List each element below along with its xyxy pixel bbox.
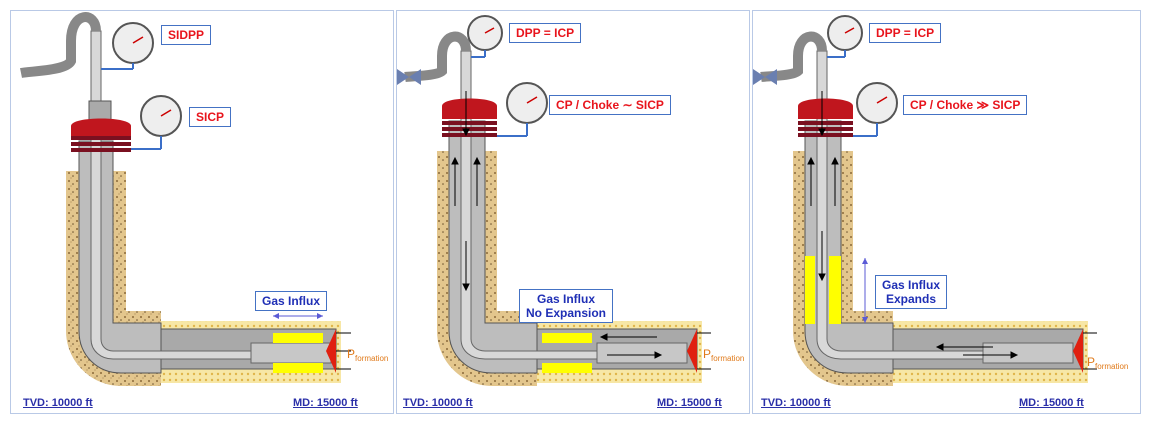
panel-gas-migration: DPP = ICP CP / Choke ≫ SICP Gas Influx E… — [752, 10, 1141, 414]
influx-label: Gas Influx — [255, 291, 328, 311]
bha — [596, 342, 688, 364]
wellbore-diagram-3 — [753, 15, 1097, 386]
md-label: MD: 15000 ft — [1019, 397, 1084, 409]
side-pressure-label: SICP — [189, 107, 232, 127]
md-label: MD: 15000 ft — [293, 397, 358, 409]
bop — [798, 98, 853, 119]
tvd-label: TVD: 10000 ft — [761, 397, 831, 409]
perforation — [326, 329, 336, 373]
kelly-hose — [20, 12, 101, 78]
formation-pressure-label: Pformation — [347, 347, 389, 363]
pressure-gauge-icon — [506, 82, 548, 124]
choke-valve-icon — [397, 69, 421, 85]
kelly-hose — [404, 31, 471, 82]
influx-label: Gas Influx No Expansion — [519, 289, 614, 323]
formation-pressure-label: Pformation — [1087, 355, 1129, 371]
top-pressure-label: DPP = ICP — [509, 23, 582, 43]
influx-label: Gas Influx Expands — [875, 275, 948, 309]
wellbore-diagram-1 — [20, 12, 351, 386]
gas-influx-bottom — [273, 363, 323, 373]
pressure-gauge-icon — [140, 95, 182, 137]
bop — [71, 118, 131, 136]
gas-influx-bottom — [542, 363, 592, 373]
panel-circulation-start: DPP = ICP CP / Choke ∼ SICP Gas Influx N… — [396, 10, 750, 414]
pressure-gauge-icon — [827, 15, 863, 51]
formation-pressure-label: Pformation — [703, 347, 745, 363]
tvd-label: TVD: 10000 ft — [23, 397, 93, 409]
bha — [982, 342, 1074, 364]
gas-influx-top — [273, 333, 323, 343]
top-pressure-label: DPP = ICP — [869, 23, 942, 43]
gas-influx-top — [542, 333, 592, 343]
pressure-gauge-icon — [467, 15, 503, 51]
influx-label-line: No Expansion — [526, 306, 607, 320]
side-pressure-label: CP / Choke ≫ SICP — [903, 95, 1028, 115]
top-pressure-label: SIDPP — [161, 25, 212, 45]
influx-label-line: Gas Influx — [882, 278, 941, 292]
bha — [250, 342, 332, 364]
gas-influx-right — [829, 256, 841, 324]
choke-valve-icon — [753, 69, 777, 85]
bop — [442, 98, 497, 119]
gas-influx-left — [805, 256, 815, 324]
flow-arrow-icon — [807, 91, 1019, 359]
wellbore-diagram-2 — [397, 15, 711, 386]
side-pressure-label: CP / Choke ∼ SICP — [549, 95, 671, 115]
md-label: MD: 15000 ft — [657, 397, 722, 409]
panel-shut-in: SIDPP SICP Gas Influx Pformation TVD: 10… — [10, 10, 394, 414]
perforation — [687, 329, 697, 373]
influx-label-line: Gas Influx — [537, 292, 596, 306]
pressure-gauge-icon — [856, 82, 898, 124]
perforation — [1073, 329, 1083, 373]
influx-label-line: Expands — [886, 292, 937, 306]
kelly-hose — [760, 31, 827, 82]
flow-arrow-icon — [451, 91, 663, 359]
pressure-gauge-icon — [112, 22, 154, 64]
influx-label-line: Gas Influx — [262, 294, 321, 308]
tvd-label: TVD: 10000 ft — [403, 397, 473, 409]
